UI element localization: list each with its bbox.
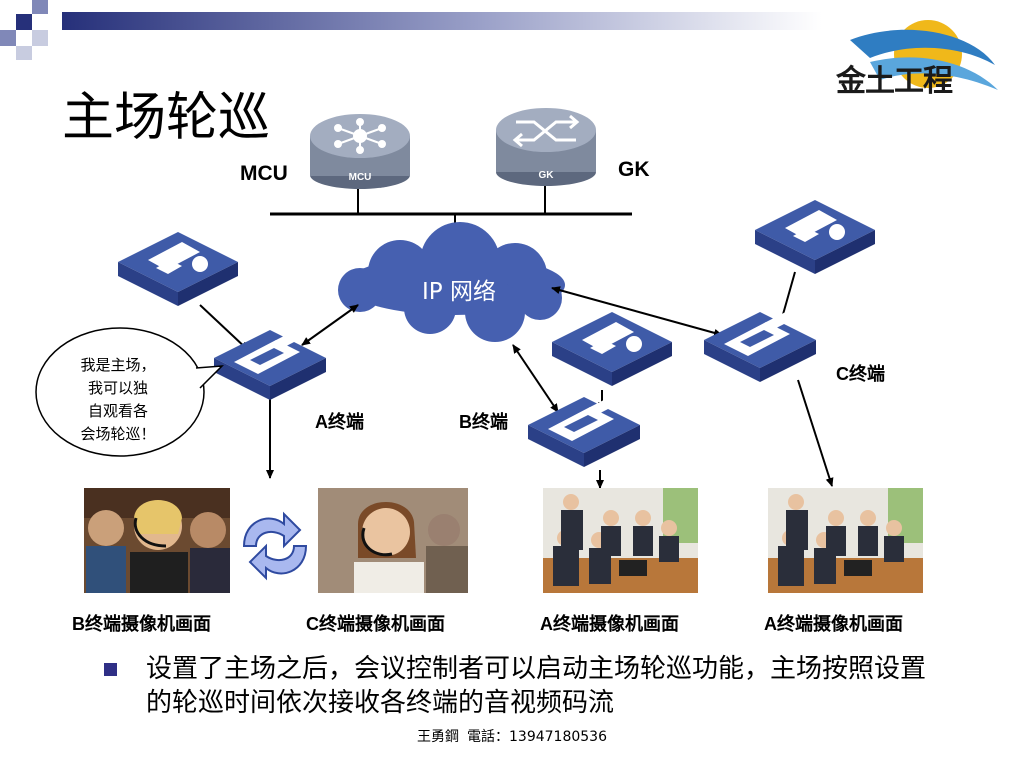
terminal-c-label: C终端 bbox=[836, 364, 885, 384]
header-decoration bbox=[0, 0, 822, 60]
speech-bubble bbox=[35, 327, 224, 457]
bullet-text: 设置了主场之后，会议控制者可以启动主场轮巡功能，主场按照设置的轮巡时间依次接收各… bbox=[146, 654, 927, 718]
gk-icon-text: GK bbox=[539, 170, 555, 181]
view-caption-4: A终端摄像机画面 bbox=[764, 614, 903, 634]
view-caption-1: B终端摄像机画面 bbox=[72, 614, 211, 634]
arrow-cloud-terminal-a bbox=[301, 304, 359, 346]
gk-label: GK bbox=[618, 158, 650, 181]
footer: 王勇鋼電話：13947180536 bbox=[0, 726, 1024, 746]
terminal-a-label: A终端 bbox=[315, 412, 364, 432]
view-caption-3: A终端摄像机画面 bbox=[540, 614, 679, 634]
bullet-square-icon bbox=[104, 663, 117, 676]
page-title: 主场轮巡 bbox=[62, 88, 271, 148]
terminal-icon-c bbox=[704, 310, 816, 382]
rotate-arrows-icon bbox=[242, 511, 308, 581]
footer-phone-label: 電話： bbox=[467, 729, 509, 745]
mcu-router-icon: MCU bbox=[310, 114, 410, 189]
footer-author: 王勇鋼 bbox=[417, 729, 459, 745]
arrow-cam-to-terminal-a bbox=[199, 304, 249, 351]
bubble-text: 我是主场， 我可以独自观看各会场轮巡！ bbox=[58, 354, 178, 446]
arrow-cloud-terminal-b bbox=[512, 344, 559, 413]
view-photo-a-2 bbox=[768, 488, 923, 593]
bubble-line: 我是主场， bbox=[80, 356, 156, 374]
ip-network-cloud-icon bbox=[338, 222, 565, 342]
footer-phone: 13947180536 bbox=[509, 729, 607, 745]
ip-network-label: IP 网络 bbox=[422, 279, 496, 305]
bubble-line: 自观看各 bbox=[87, 402, 148, 420]
bubble-line: 会场轮巡！ bbox=[80, 425, 156, 443]
gk-router-icon: GK bbox=[496, 108, 596, 186]
arrow-terminal-c-to-view bbox=[797, 379, 834, 487]
logo-text: 金土工程 bbox=[836, 65, 953, 98]
bubble-line: 我可以独 bbox=[87, 379, 148, 397]
company-logo bbox=[850, 20, 998, 90]
view-caption-2: C终端摄像机画面 bbox=[306, 614, 445, 634]
camera-icon-b bbox=[552, 312, 672, 386]
view-photo-a-1 bbox=[543, 488, 698, 593]
terminal-b-label: B终端 bbox=[459, 412, 508, 432]
terminal-icon-b bbox=[528, 395, 640, 467]
camera-icon-a bbox=[118, 232, 238, 306]
arrow-cloud-terminal-c bbox=[551, 286, 723, 337]
mcu-icon-text: MCU bbox=[349, 172, 372, 183]
mcu-label: MCU bbox=[240, 162, 288, 185]
camera-icon-c bbox=[755, 200, 875, 274]
view-photo-b bbox=[84, 488, 230, 593]
view-photo-c bbox=[318, 488, 468, 593]
